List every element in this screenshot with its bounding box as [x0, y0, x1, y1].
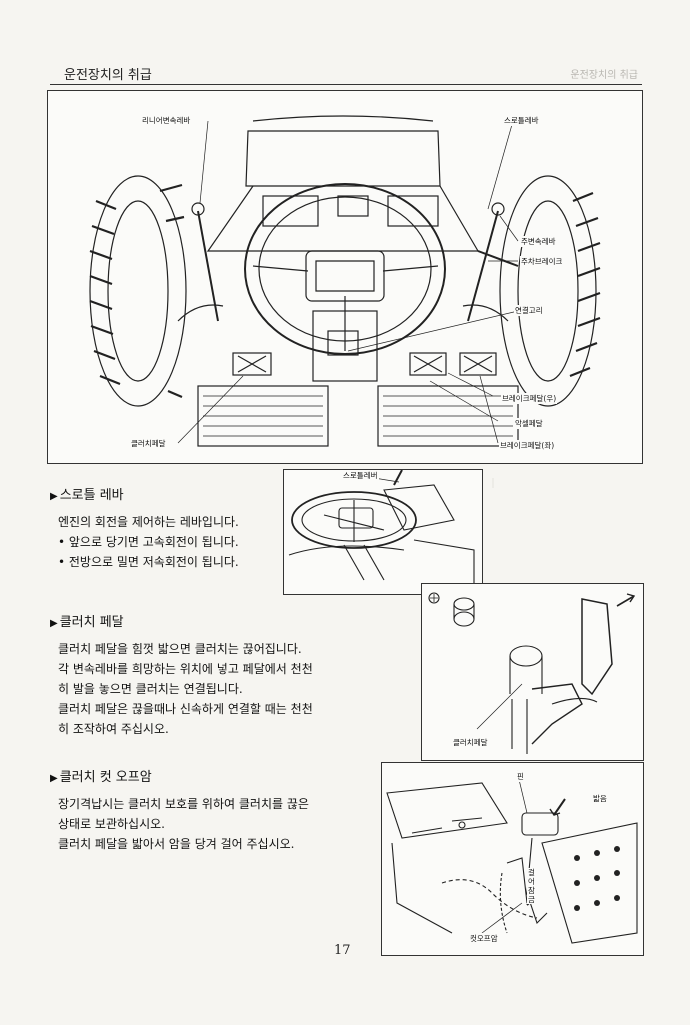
label-accel-pedal: 악셀페달	[514, 418, 544, 429]
ghost-text-1: ｜	[488, 479, 558, 490]
clutch-line-2: 각 변속레바를 희망하는 위치에 넣고 페달에서 천천	[58, 662, 313, 676]
label-cutoff-arm: 컷오프암	[469, 933, 499, 944]
throttle-illustration	[288, 470, 475, 591]
clutch-line-1: 클러치 페달을 힘껏 밟으면 클러치는 끊어집니다.	[58, 642, 302, 656]
cutoff-illustration	[386, 770, 638, 944]
clutch-illustration	[428, 592, 636, 754]
label-reverse-lever: 리니어변속레바	[141, 115, 192, 126]
cutoff-line-1: 장기격납시는 클러치 보호를 위하여 클러치를 끊은	[58, 797, 309, 811]
cutoff-line-2: 상태로 보관하십시오.	[58, 817, 165, 831]
label-throttle-lever: 스로틀레바	[503, 115, 540, 126]
label-clutch-pedal: 클러치페달	[130, 438, 167, 449]
label-link-ring: 연결고리	[514, 305, 544, 316]
label-brake-pedal-right: 브레이크페달(우)	[501, 393, 558, 404]
throttle-line-3: • 전방으로 밀면 저속회전이 됩니다.	[58, 555, 239, 569]
section-title-clutch: 클러치 페달	[50, 611, 124, 630]
clutch-line-5: 히 조작하여 주십시오.	[58, 722, 169, 736]
clutch-line-4: 클러치 페달은 끊을때나 신속하게 연결할 때는 천천	[58, 702, 313, 716]
figure-tractor-controls: 리니어변속레바 스로틀레바 주변속레바 주차브레이크 연결고리 브레이크페달(우…	[47, 90, 643, 464]
label-brake-pedal-left: 브레이크페달(좌)	[499, 440, 556, 451]
figure-throttle-lever: 스로틀레버	[283, 469, 483, 595]
tractor-illustration	[89, 115, 601, 447]
section-title-cutoff: 클러치 컷 오프암	[50, 766, 152, 785]
cutoff-line-3: 클러치 페달을 밟아서 암을 당겨 걸어 주십시오.	[58, 837, 295, 851]
page-number: 17	[334, 943, 351, 958]
figure-clutch-pedal: 클러치페달	[421, 583, 644, 761]
header-ghost-text: 운전장치의 취급	[570, 70, 638, 81]
section-body-throttle: 엔진의 회전을 제어하는 레바입니다. • 앞으로 당기면 고속회전이 됩니다.…	[58, 512, 239, 572]
section-body-clutch: 클러치 페달을 힘껏 밟으면 클러치는 끊어집니다. 각 변속레바를 희망하는 …	[58, 639, 313, 739]
label-step: 밟음	[592, 793, 608, 804]
label-parking-brake: 주차브레이크	[520, 256, 564, 267]
label-throttle-lever-small: 스로틀레버	[342, 470, 379, 481]
clutch-line-3: 히 발을 놓으면 클러치는 연결됩니다.	[58, 682, 243, 696]
label-hook: 걸어잠금	[527, 868, 537, 904]
label-pin: 핀	[516, 771, 525, 782]
section-title-throttle: 스로틀 레바	[50, 484, 124, 503]
label-main-shift-lever: 주변속레바	[520, 236, 557, 247]
throttle-line-2: • 앞으로 당기면 고속회전이 됩니다.	[58, 535, 239, 549]
label-clutch-pedal-small: 클러치페달	[452, 737, 489, 748]
page-header: 운전장치의 취급 운전장치의 취급	[50, 62, 642, 85]
header-title: 운전장치의 취급	[64, 68, 152, 83]
figure-clutch-cutoff-arm: 핀 밟음 걸어잠금 컷오프암	[381, 762, 644, 956]
throttle-line-1: 엔진의 회전을 제어하는 레바입니다.	[58, 515, 239, 529]
section-body-cutoff: 장기격납시는 클러치 보호를 위하여 클러치를 끊은 상태로 보관하십시오. 클…	[58, 794, 309, 854]
